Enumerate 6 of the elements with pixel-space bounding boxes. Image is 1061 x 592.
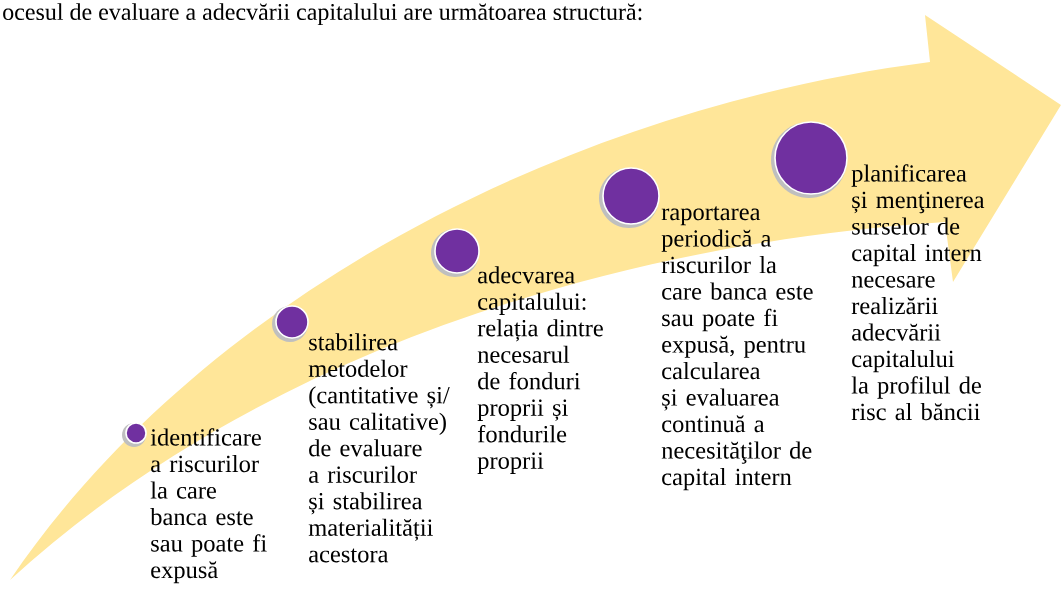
step-text: raportarea periodică a riscurilor la care banca este sau poate fi expusă, pentru calcularea și evaluarea continuă a necesităţilor de capital intern	[661, 206, 813, 491]
step-text: stabilirea metodelor (cantitative și/ sau calitative) de evaluare a riscurilor și stabilirea materialității acestora	[308, 333, 450, 563]
step-text: adecvarea capitalului: relația dintre necesarul de fonduri proprii și fondurile proprii	[477, 266, 603, 474]
heading-text: ocesul de evaluare a adecvării capitalului are următoarea structură:	[3, 3, 642, 25]
step-text: planificarea și menţinerea surselor de capital intern necesare realizării adecvării capitalului la profilul de risc al băncii	[851, 164, 985, 421]
step-text: identificare a riscurilor la care banca este sau poate fi expusă	[150, 428, 267, 584]
